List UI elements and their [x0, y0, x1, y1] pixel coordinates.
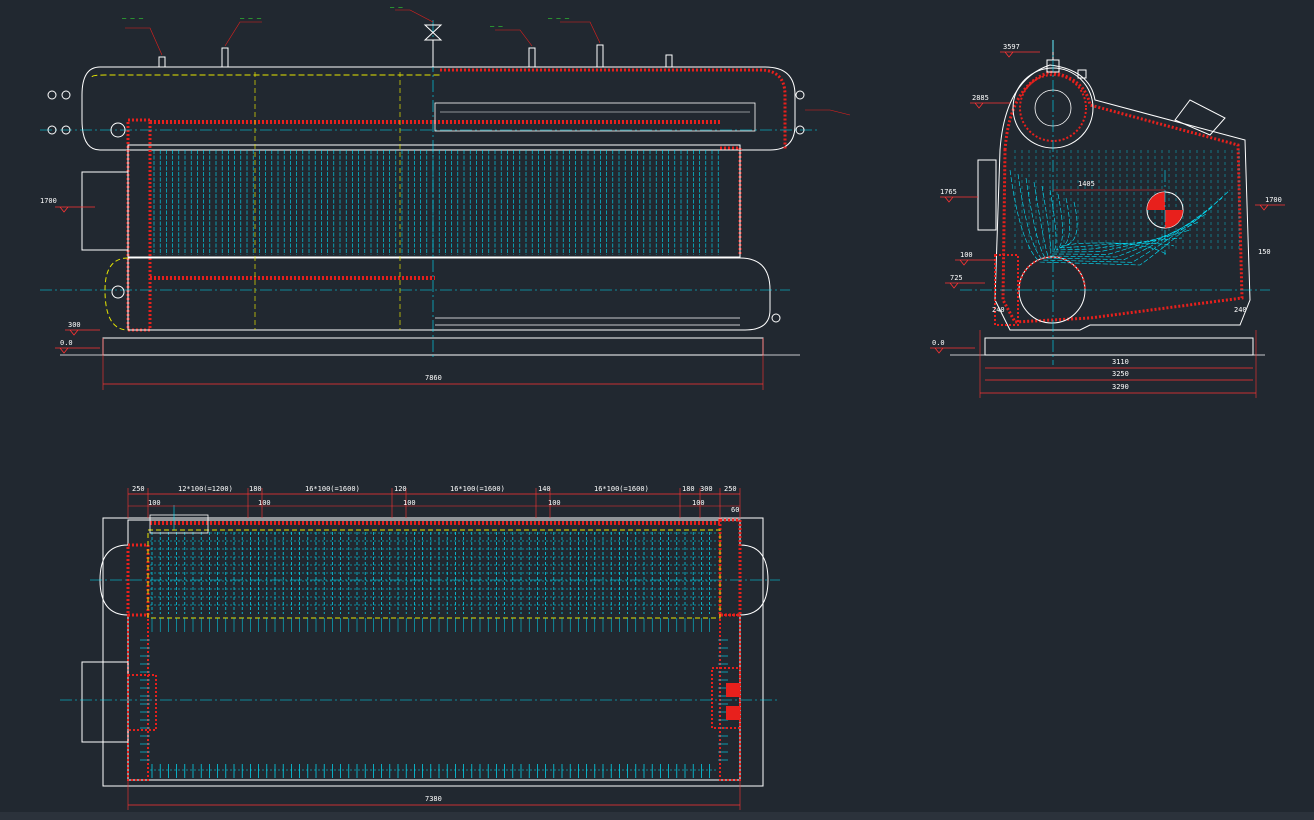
plan-dim-300: 300: [700, 485, 713, 493]
end-dim-3250: 3250: [1112, 370, 1129, 378]
plan-subdim-3: 100: [403, 499, 416, 507]
tag-nozzle-4: — —: [490, 22, 503, 30]
end-tube-bank: [1009, 150, 1240, 266]
end-elev-2885: 2885: [972, 94, 989, 102]
end-elev-725: 725: [950, 274, 963, 282]
end-right-1700: 1700: [1265, 196, 1282, 204]
side-elevation-view: — — — — — — — — — — — — — 7860 1700 300 …: [40, 3, 851, 390]
tag-nozzle-3: — —: [390, 3, 403, 11]
end-dim-3110: 3110: [1112, 358, 1129, 366]
plan-dim-16x100-b: 16*100(=1600): [450, 485, 505, 493]
tag-nozzle-1: — — —: [122, 14, 144, 22]
side-elev-1700: 1700: [40, 197, 57, 205]
side-total-length: 7860: [425, 374, 442, 382]
side-elev-300: 300: [68, 321, 81, 329]
plan-dim-180-b: 180: [682, 485, 695, 493]
end-section-view: 1405 3110 3250 3290 240 240 150 3597 288…: [930, 40, 1285, 398]
plan-view: 250 12*100(=1200) 180 16*100(=1600) 120 …: [60, 485, 780, 810]
plan-dim-250-left: 250: [132, 485, 145, 493]
end-dim-3290: 3290: [1112, 383, 1129, 391]
plan-dim-250-right: 250: [724, 485, 737, 493]
side-tube-bank: [153, 150, 719, 255]
plan-subdim-5: 100: [692, 499, 705, 507]
end-elev-100: 100: [960, 251, 973, 259]
side-elev-zero: 0.0: [60, 339, 73, 347]
plan-dim-16x100-c: 16*100(=1600): [594, 485, 649, 493]
tag-nozzle-2: — — —: [240, 14, 262, 22]
plan-tube-grid: [150, 532, 718, 614]
plan-dim-16x100-a: 16*100(=1600): [305, 485, 360, 493]
plan-dim-120: 120: [394, 485, 407, 493]
end-dim-1405: 1405: [1078, 180, 1095, 188]
plan-subdim-2: 100: [258, 499, 271, 507]
end-dim-240-right: 240: [1234, 306, 1247, 314]
plan-dimension-ticks: [127, 488, 741, 518]
plan-dim-180-a: 180: [249, 485, 262, 493]
plan-subdim-4: 100: [548, 499, 561, 507]
plan-dim-12x100: 12*100(=1200): [178, 485, 233, 493]
tag-nozzle-5: — — —: [548, 14, 570, 22]
plan-subdim-1: 100: [148, 499, 161, 507]
end-elev-zero: 0.0: [932, 339, 945, 347]
plan-bottom-row: [140, 618, 728, 778]
plan-dim-60: 60: [731, 506, 739, 514]
end-elev-3597: 3597: [1003, 43, 1020, 51]
plan-dim-140: 140: [538, 485, 551, 493]
end-dim-150: 150: [1258, 248, 1271, 256]
plan-total-length: 7380: [425, 795, 442, 803]
canvas-status-strip: [0, 812, 1314, 820]
end-dim-240-left: 240: [992, 306, 1005, 314]
end-elev-1765: 1765: [940, 188, 957, 196]
